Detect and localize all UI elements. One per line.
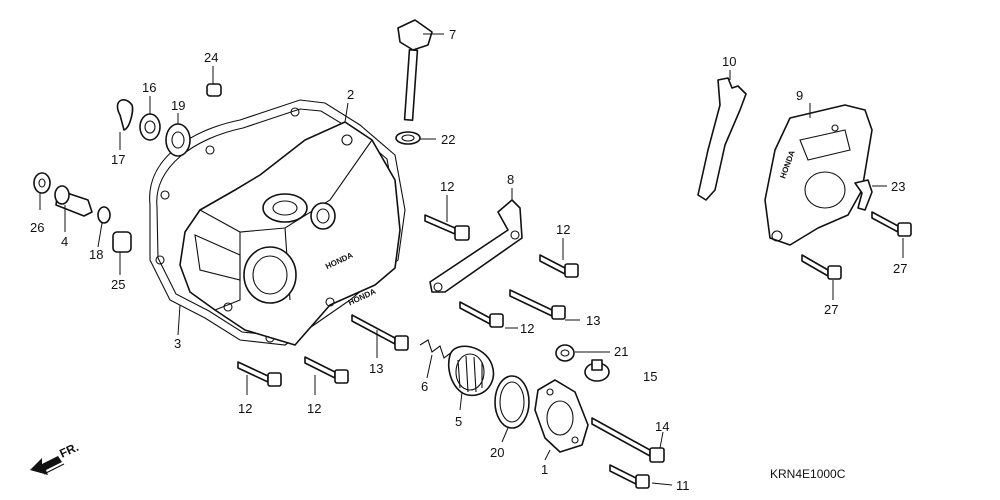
callout-4: 4 — [61, 234, 68, 249]
bolt-11 — [609, 464, 650, 489]
callout-9: 9 — [796, 88, 803, 103]
oil-filter-rotor-5 — [448, 345, 495, 397]
callout-14: 14 — [655, 419, 669, 434]
washer-26 — [33, 172, 51, 194]
callout-18: 18 — [89, 247, 103, 262]
oil-dipstick — [397, 19, 433, 121]
cap-15 — [584, 359, 610, 382]
callout-8: 8 — [507, 172, 514, 187]
callout-2: 2 — [347, 87, 354, 102]
clip-23 — [854, 179, 873, 211]
callout-12-upper: 12 — [440, 179, 454, 194]
callout-27-lower: 27 — [824, 302, 838, 317]
bolt-13-long — [509, 289, 566, 320]
shaft-4 — [54, 185, 93, 217]
dipstick-o-ring — [395, 131, 421, 145]
leader-lines — [39, 33, 904, 486]
plate-10 — [697, 77, 747, 201]
circlip-17 — [116, 99, 134, 131]
callout-17: 17 — [111, 152, 125, 167]
direction-label: FR. — [57, 440, 80, 461]
callout-labels: 7 10 9 24 2 16 19 17 22 8 23 12 26 4 18 … — [30, 27, 907, 493]
callout-15: 15 — [643, 369, 657, 384]
bolt-12-right — [539, 254, 579, 278]
callout-23: 23 — [891, 179, 905, 194]
callout-11: 11 — [676, 478, 690, 493]
bolt-12-upper — [424, 214, 470, 241]
left-crankcase-cover: HONDA HONDA — [179, 121, 401, 346]
callout-21: 21 — [614, 344, 628, 359]
callout-26: 26 — [30, 220, 44, 235]
bolt-12-bottom-left — [237, 361, 282, 387]
washer-18 — [97, 206, 111, 224]
callout-12-right: 12 — [556, 222, 570, 237]
callout-12-mid: 12 — [520, 321, 534, 336]
callout-7: 7 — [449, 27, 456, 42]
spring-6 — [419, 339, 453, 359]
callout-24: 24 — [204, 50, 218, 65]
bolt-27-lower — [801, 254, 842, 280]
callout-19: 19 — [171, 98, 185, 113]
callout-13-long: 13 — [586, 313, 600, 328]
callout-22: 22 — [441, 132, 455, 147]
o-ring-20 — [494, 375, 530, 429]
callout-3: 3 — [174, 336, 181, 351]
callout-1: 1 — [541, 462, 548, 477]
callout-6: 6 — [421, 379, 428, 394]
callout-25: 25 — [111, 277, 125, 292]
dowel-pin-24 — [206, 83, 222, 97]
callout-27-right: 27 — [893, 261, 907, 276]
collar-25 — [112, 231, 132, 253]
washer-21 — [555, 344, 575, 362]
bolt-13-lower — [351, 314, 409, 351]
callout-20: 20 — [490, 445, 504, 460]
callout-12-bottom-left: 12 — [238, 401, 252, 416]
bracket-8 — [429, 199, 523, 293]
front-direction-arrow: FR. — [30, 440, 81, 475]
washer-16 — [139, 113, 161, 141]
bolt-14 — [591, 417, 665, 463]
bolt-12-bottom-mid — [304, 356, 349, 384]
oil-seal-19 — [165, 123, 191, 157]
bolt-27-right — [871, 211, 912, 237]
sprocket-cover-9: HONDA — [764, 104, 873, 246]
bolt-12-mid — [459, 301, 504, 328]
oil-filter-cover-1 — [534, 379, 589, 453]
callout-5: 5 — [455, 414, 462, 429]
callout-10: 10 — [722, 54, 736, 69]
callout-16: 16 — [142, 80, 156, 95]
diagram-code: KRN4E1000C — [770, 467, 846, 481]
callout-12-bottom-mid: 12 — [307, 401, 321, 416]
callout-13-lower: 13 — [369, 361, 383, 376]
